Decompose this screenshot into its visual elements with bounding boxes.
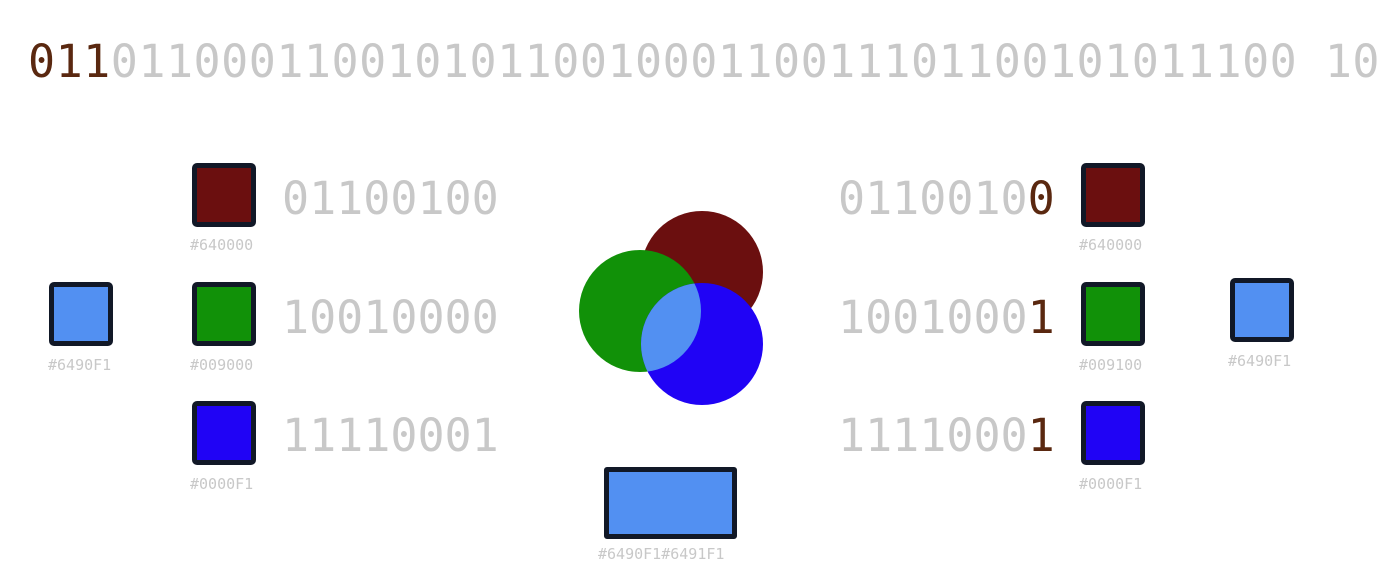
- right-blue-bits: 11110001: [838, 408, 1055, 464]
- right-green-bits-prefix: 1001000: [838, 291, 1028, 344]
- left-red-hex: #640000: [190, 236, 254, 254]
- right-blue-swatch: [1081, 401, 1145, 465]
- right-blue-hex: #0000F1: [1079, 475, 1143, 493]
- left-blue-swatch: [192, 401, 256, 465]
- top-bit-string: 0110110001100101011001000110011101100101…: [28, 34, 1380, 90]
- left-blue-bits: 11110001: [282, 409, 499, 462]
- top-bits-rest: 0110001100101011001000110011101100101011…: [110, 35, 1381, 88]
- right-green-bits: 10010001: [838, 290, 1055, 346]
- right-red-bits: 01100100: [838, 171, 1055, 227]
- bottom-combined-hex: #6490F1#6491F1: [598, 545, 725, 563]
- right-blue-bits-last: 1: [1027, 409, 1055, 462]
- left-red-bits: 01100100: [282, 172, 499, 225]
- left-outer-hex: #6490F1: [48, 356, 112, 374]
- left-green-swatch: [192, 282, 256, 346]
- right-outer-hex: #6490F1: [1228, 352, 1292, 370]
- venn-green-blue-overlap: [641, 283, 701, 372]
- left-green-hex: #009000: [190, 356, 254, 374]
- right-red-bits-prefix: 0110010: [838, 172, 1028, 225]
- right-red-swatch: [1081, 163, 1145, 227]
- right-red-bits-last: 0: [1027, 172, 1055, 225]
- right-outer-swatch: [1230, 278, 1294, 342]
- right-blue-bits-prefix: 1111000: [838, 409, 1028, 462]
- left-green-bits: 10010000: [282, 291, 499, 344]
- right-green-swatch: [1081, 282, 1145, 346]
- right-green-hex: #009100: [1079, 356, 1143, 374]
- bottom-combined-swatch: [604, 467, 737, 539]
- left-blue-hex: #0000F1: [190, 475, 254, 493]
- right-green-bits-last: 1: [1027, 291, 1055, 344]
- color-venn-diagram: [579, 211, 763, 405]
- top-bits-highlighted: 011: [28, 35, 111, 88]
- left-red-swatch: [192, 163, 256, 227]
- left-outer-swatch: [49, 282, 113, 346]
- right-red-hex: #640000: [1079, 236, 1143, 254]
